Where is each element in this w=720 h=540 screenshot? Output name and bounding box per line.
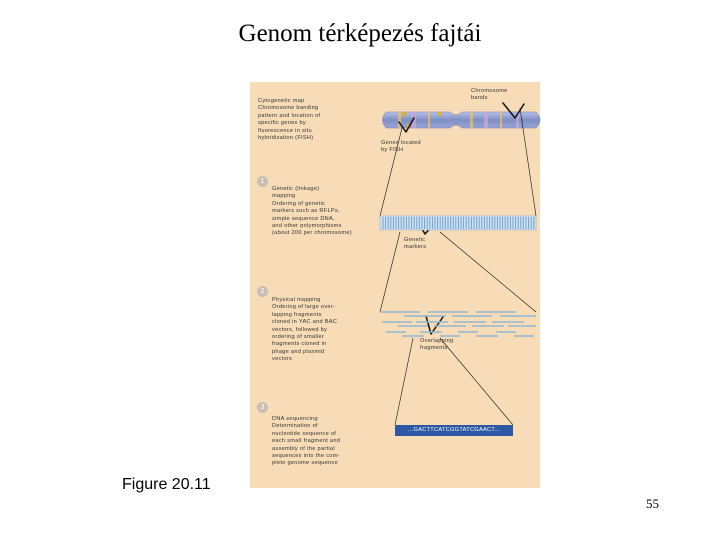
step-badge-1: 1 <box>257 176 268 187</box>
dna-sequencing-description: DNA sequencing Determination of nucleoti… <box>272 416 341 467</box>
dna-sequence-box: ...GACTTCATCGGTATCGAACT... <box>395 425 513 436</box>
fish-spot <box>438 112 441 116</box>
physical-mapping-description: Physical mapping Ordering of large over-… <box>272 297 338 363</box>
step-badge-2: 2 <box>257 286 268 297</box>
chromosome-band <box>428 112 430 128</box>
overlapping-fragments <box>380 311 536 337</box>
chromosome-band <box>470 112 473 128</box>
chromosome-bands-label: Chromosome bands <box>471 88 508 102</box>
fish-spot <box>407 124 410 128</box>
genetic-marker-bar <box>379 215 537 231</box>
overlapping-fragments-label: Overlapping fragments <box>420 338 454 352</box>
figure-panel <box>250 82 540 488</box>
chromosome-band <box>500 112 502 128</box>
chromosome-band <box>516 112 519 128</box>
slide-title: Genom térképezés fajtái <box>238 20 482 47</box>
fish-spot <box>403 112 406 116</box>
chromosome-band <box>398 112 401 128</box>
chromosome-band <box>412 112 416 128</box>
genetic-mapping-description: Genetic (linkage) mapping Ordering of ge… <box>272 186 352 237</box>
zoom-lines <box>379 107 537 426</box>
page-number: 55 <box>646 496 659 511</box>
genetic-markers-label: Genetic markers <box>404 237 427 251</box>
chromosome <box>382 111 541 129</box>
fish-genes-label: Genes located by FISH <box>381 140 421 154</box>
cytogenetic-map-description: Cytogenetic map Chromosome banding patte… <box>258 98 321 142</box>
figure-caption: Figure 20.11 <box>122 476 211 493</box>
step-badge-3: 3 <box>257 402 268 413</box>
chromosome-band <box>484 112 488 128</box>
